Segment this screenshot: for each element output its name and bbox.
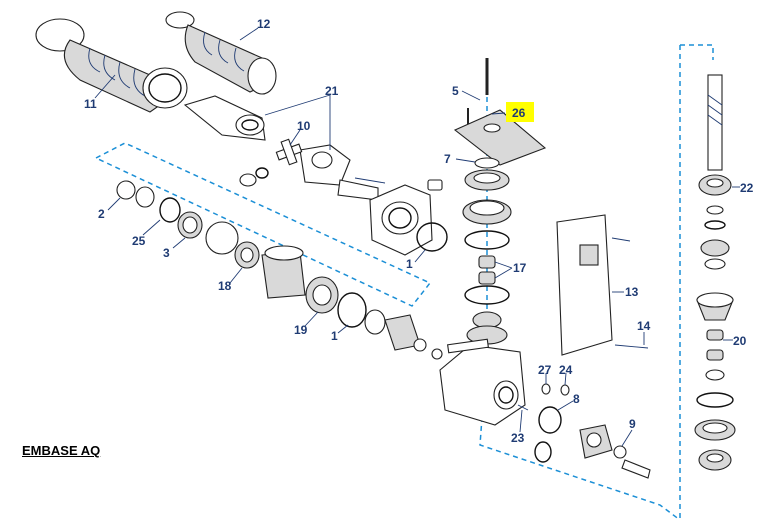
top-cover-plate — [453, 109, 547, 166]
callout-20: 20 — [733, 334, 747, 348]
callout-24: 24 — [559, 363, 573, 377]
callout-21: 21 — [325, 84, 339, 98]
end-cover-9 — [579, 424, 651, 479]
bearing-3 — [177, 211, 203, 239]
bearing-top — [464, 169, 510, 191]
screw-14 — [614, 344, 649, 349]
leader-lines — [94, 27, 740, 447]
diagram-title: EMBASE AQ — [22, 443, 101, 458]
o-ring-8 — [538, 406, 562, 434]
callout-5: 5 — [452, 84, 459, 98]
bearing-right-mid — [700, 239, 730, 270]
callout-19: 19 — [294, 323, 308, 337]
callout-27: 27 — [538, 363, 552, 377]
spring-right — [704, 220, 726, 230]
joint-cross — [239, 138, 303, 187]
callout-labels: 1 1 1 2 3 5 7 8 9 10 11 12 13 14 17 18 1… — [84, 17, 754, 445]
bearing-bottom-right — [698, 449, 732, 471]
universal-joint-assembly — [183, 95, 379, 201]
callout-1-upper: 1 — [406, 257, 413, 271]
bearing-20 — [706, 329, 724, 361]
bellows-large — [35, 18, 188, 113]
stud-23 — [517, 404, 529, 411]
drive-shaft-right — [707, 74, 723, 171]
bearing-18 — [234, 241, 260, 269]
o-ring-stack-lower — [464, 285, 510, 305]
seal-disc — [205, 221, 239, 255]
o-ring-1-upper — [416, 222, 448, 252]
callout-7: 7 — [444, 152, 451, 166]
dashed-boundary-driveshaft — [680, 44, 714, 60]
plug-2 — [116, 180, 136, 200]
callout-1-lower: 1 — [331, 329, 338, 343]
washer-right — [706, 205, 724, 215]
callout-26-highlight — [506, 102, 534, 122]
spacer — [364, 309, 386, 335]
bearing-19 — [305, 276, 339, 314]
washer — [135, 186, 155, 208]
callout-18: 18 — [218, 279, 232, 293]
callout-26: 26 — [512, 106, 526, 120]
o-ring-1-lower — [337, 292, 367, 328]
pinion-gear — [384, 314, 427, 352]
callout-13: 13 — [625, 285, 639, 299]
bearing-cup — [462, 199, 512, 225]
callout-10: 10 — [297, 119, 311, 133]
callout-9: 9 — [629, 417, 636, 431]
shield-plate-13 — [556, 214, 631, 356]
callout-12: 12 — [257, 17, 271, 31]
washer-right-lower — [705, 369, 725, 381]
bellows-small — [165, 11, 277, 95]
callout-3: 3 — [163, 246, 170, 260]
callout-25: 25 — [132, 234, 146, 248]
o-ring-right — [696, 392, 734, 408]
callout-2: 2 — [98, 207, 105, 221]
bearing-22 — [698, 174, 732, 196]
main-housing — [439, 338, 526, 426]
nut — [431, 348, 443, 360]
plug-24 — [560, 384, 570, 396]
pinion-bearing-stack — [466, 311, 508, 345]
o-ring-stack — [464, 230, 510, 250]
callout-8: 8 — [573, 392, 580, 406]
callout-23: 23 — [511, 431, 525, 445]
callout-11: 11 — [84, 97, 97, 111]
shim-7 — [474, 157, 500, 169]
dashed-boundary-lower-unit — [95, 142, 432, 307]
callout-17: 17 — [513, 261, 527, 275]
plug-27 — [541, 383, 551, 395]
callout-14: 14 — [637, 319, 651, 333]
callout-22: 22 — [740, 181, 754, 195]
bevel-gear-right — [696, 292, 734, 321]
snap-ring-25 — [159, 197, 181, 223]
o-ring-lower — [534, 441, 552, 463]
sleeve-assembly — [261, 245, 306, 299]
bearing-cup-right — [694, 419, 736, 441]
